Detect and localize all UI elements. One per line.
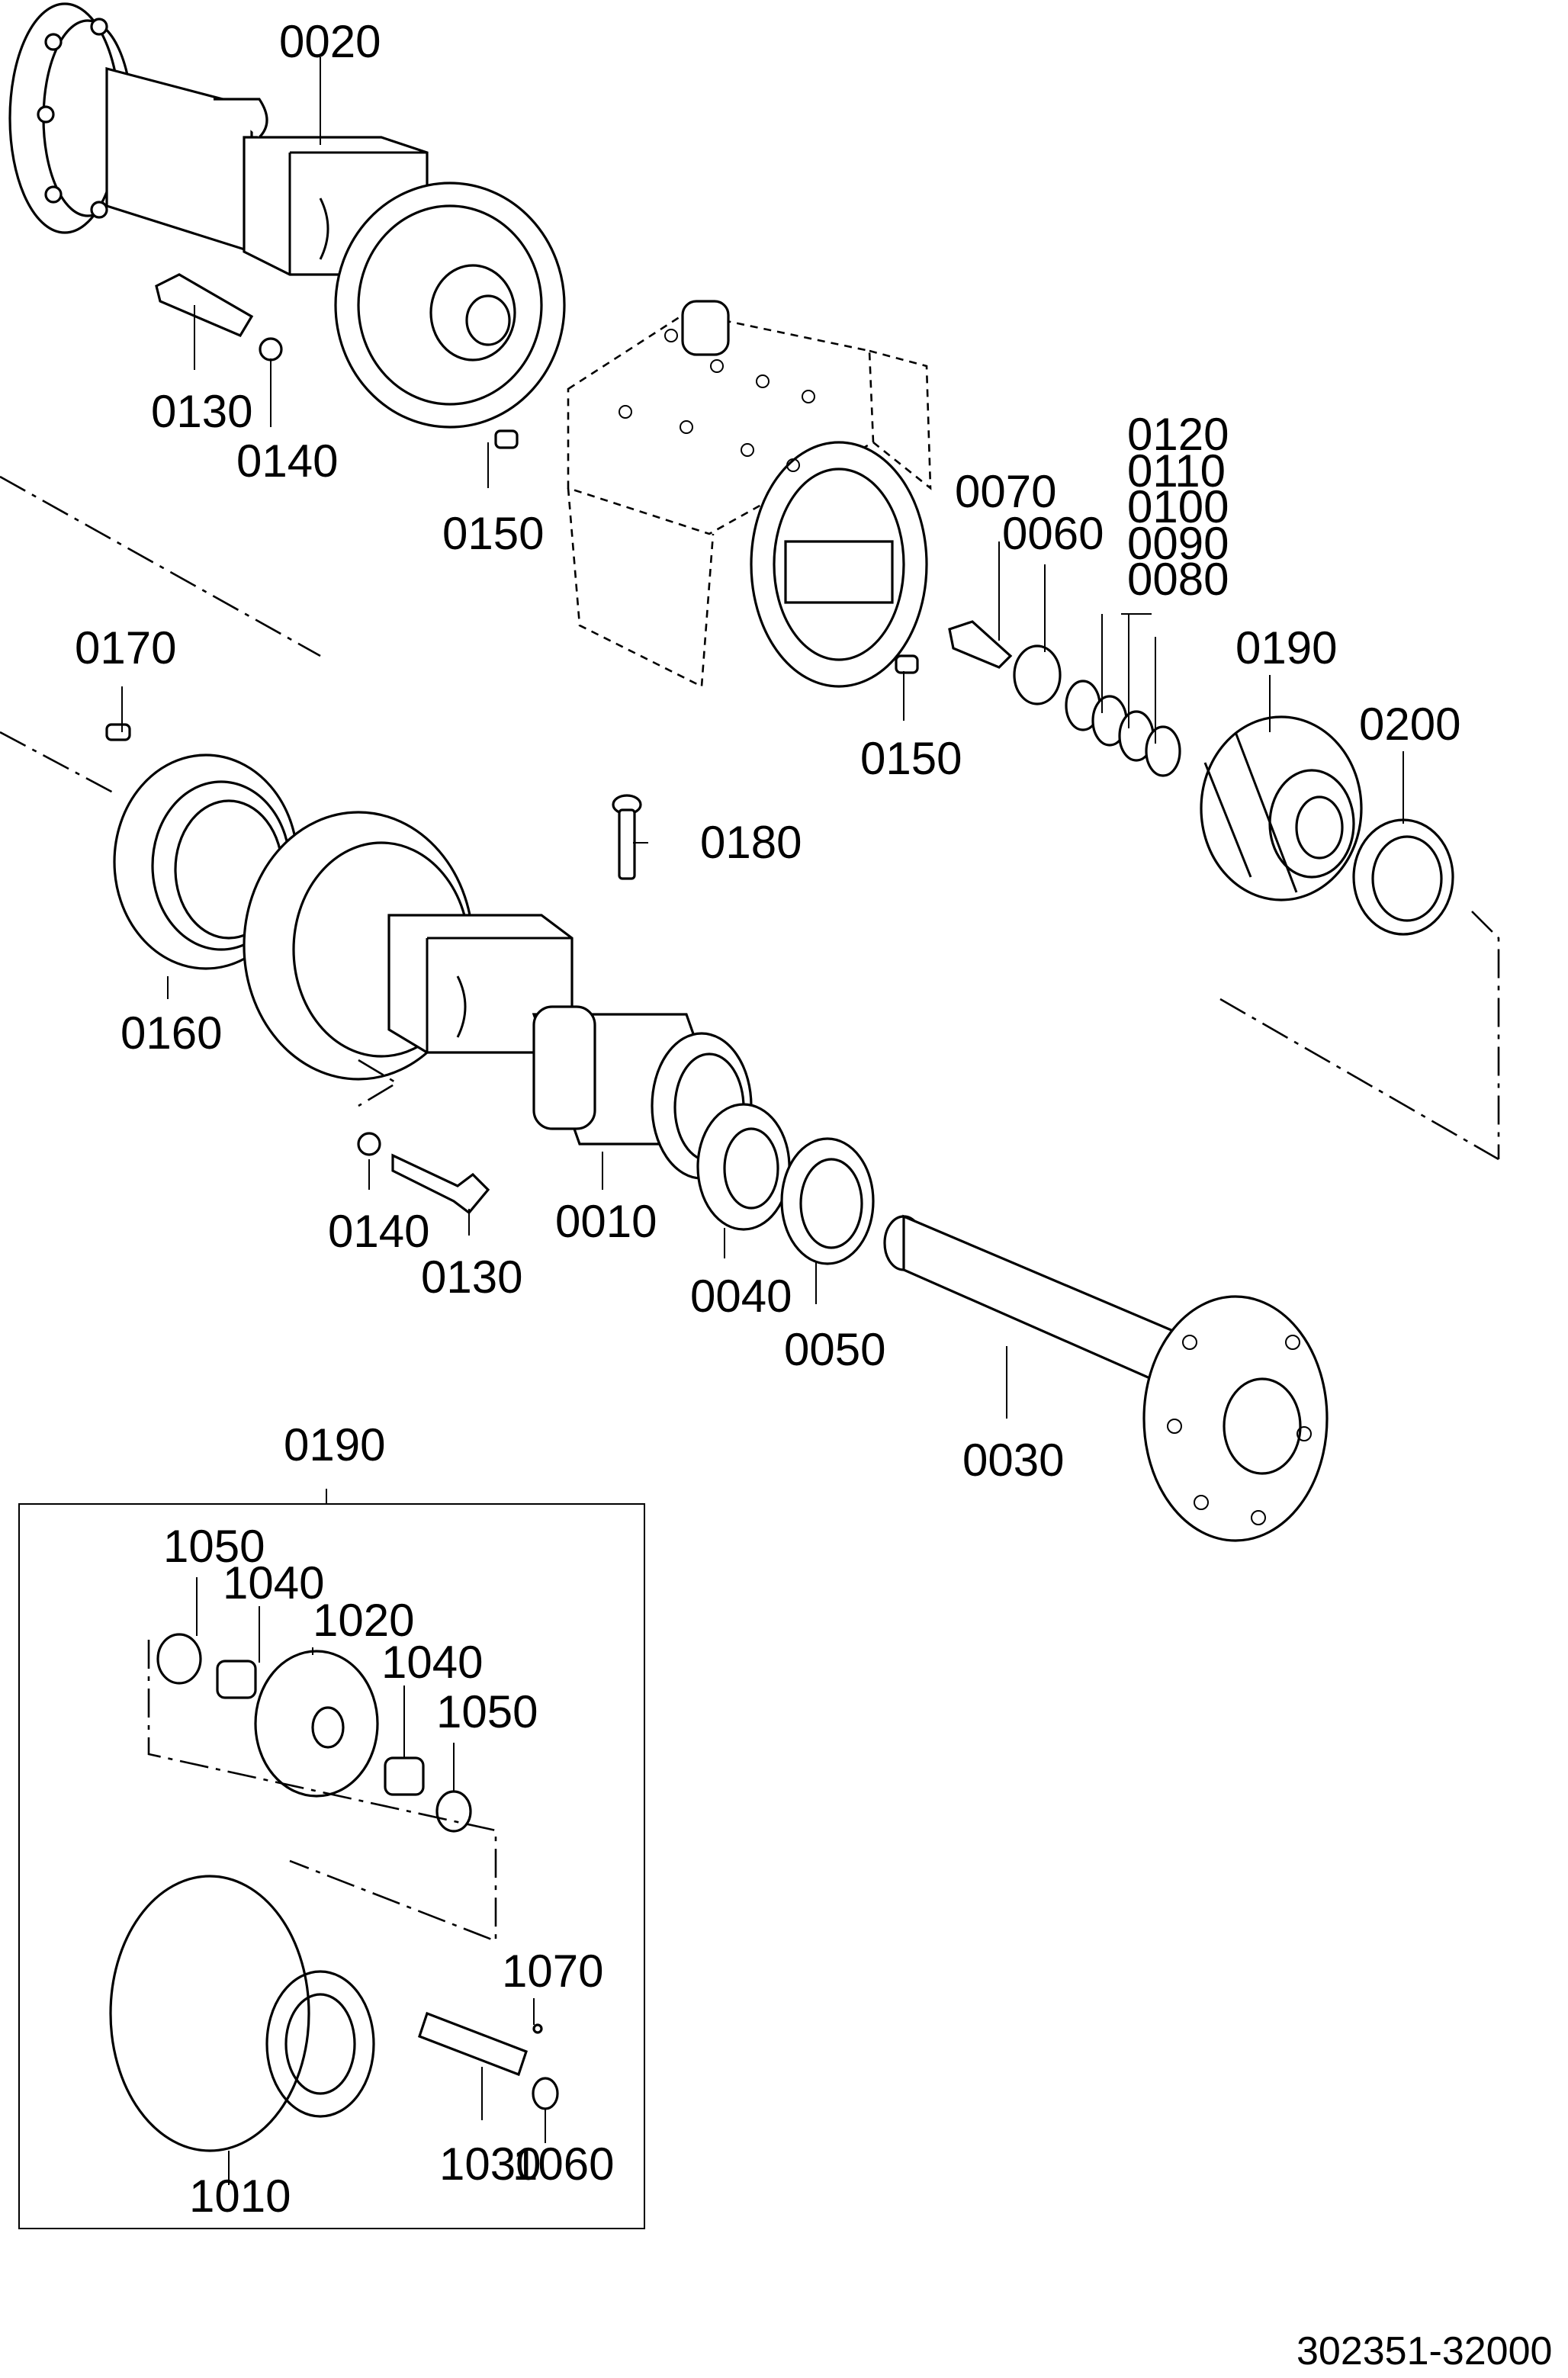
- callout-0110: 0110: [1127, 445, 1226, 496]
- callout-1010: 1010: [189, 2171, 291, 2222]
- bolt-and-shims: [948, 620, 1181, 777]
- callout-1030: 1030: [439, 2139, 541, 2190]
- callout-0050: 0050: [784, 1324, 885, 1375]
- callout-1050-top: 1050: [163, 1521, 265, 1572]
- callout-1040-left: 1040: [223, 1557, 324, 1608]
- bearing-0200: [1352, 818, 1454, 936]
- planetary-carrier: [1200, 715, 1363, 901]
- leader-lines: [121, 57, 1404, 2185]
- callout-0020: 0020: [279, 16, 381, 67]
- bolt-0180: [612, 794, 642, 880]
- bolt-upper: [155, 273, 919, 674]
- inset-title-0190: 0190: [284, 1419, 385, 1470]
- seal-0040: [696, 1103, 791, 1231]
- callout-0140-lower: 0140: [328, 1206, 429, 1257]
- callout-0130-lower: 0130: [421, 1252, 522, 1303]
- callout-0150-left: 0150: [442, 508, 544, 559]
- center-housing: [567, 300, 932, 689]
- callout-0100: 0100: [1127, 481, 1229, 532]
- callout-0180: 0180: [700, 817, 802, 868]
- callout-1040-right: 1040: [381, 1637, 483, 1688]
- axle-housing-upper: [8, 2, 566, 429]
- axle-housing-lower: [243, 811, 753, 1180]
- callout-0080: 0080: [1127, 554, 1229, 605]
- callout-0170: 0170: [75, 622, 176, 673]
- callout-0200: 0200: [1359, 699, 1460, 750]
- callout-1050-right: 1050: [436, 1686, 538, 1737]
- callout-1060: 1060: [512, 2139, 614, 2190]
- callout-0030: 0030: [962, 1435, 1064, 1486]
- bolt-lower: [357, 1132, 490, 1215]
- callout-0140-upper: 0140: [236, 435, 338, 487]
- callout-0160: 0160: [120, 1007, 222, 1059]
- callouts: 0020 0130 0140 0150 0150 0070 0060 0120 …: [75, 16, 1460, 2222]
- callout-0070: 0070: [955, 466, 1056, 517]
- ring-0050: [780, 1137, 875, 1265]
- centerlines: [0, 475, 1500, 1161]
- inset-frame: [18, 1503, 645, 2229]
- callout-0010: 0010: [555, 1196, 657, 1247]
- callout-1070: 1070: [502, 1946, 603, 1997]
- callout-0040: 0040: [690, 1271, 792, 1322]
- callout-0130-upper: 0130: [151, 386, 252, 437]
- callout-1020: 1020: [313, 1595, 414, 1646]
- axle-shaft-0030: [883, 1214, 1329, 1542]
- callout-0150-right: 0150: [860, 733, 962, 784]
- callout-0060: 0060: [1002, 508, 1104, 559]
- callout-0190: 0190: [1235, 622, 1337, 673]
- callout-0090: 0090: [1127, 518, 1229, 569]
- callout-0120: 0120: [1127, 409, 1229, 460]
- inset-parts: [109, 1633, 559, 2152]
- document-number: 302351-32000: [1296, 2329, 1552, 2373]
